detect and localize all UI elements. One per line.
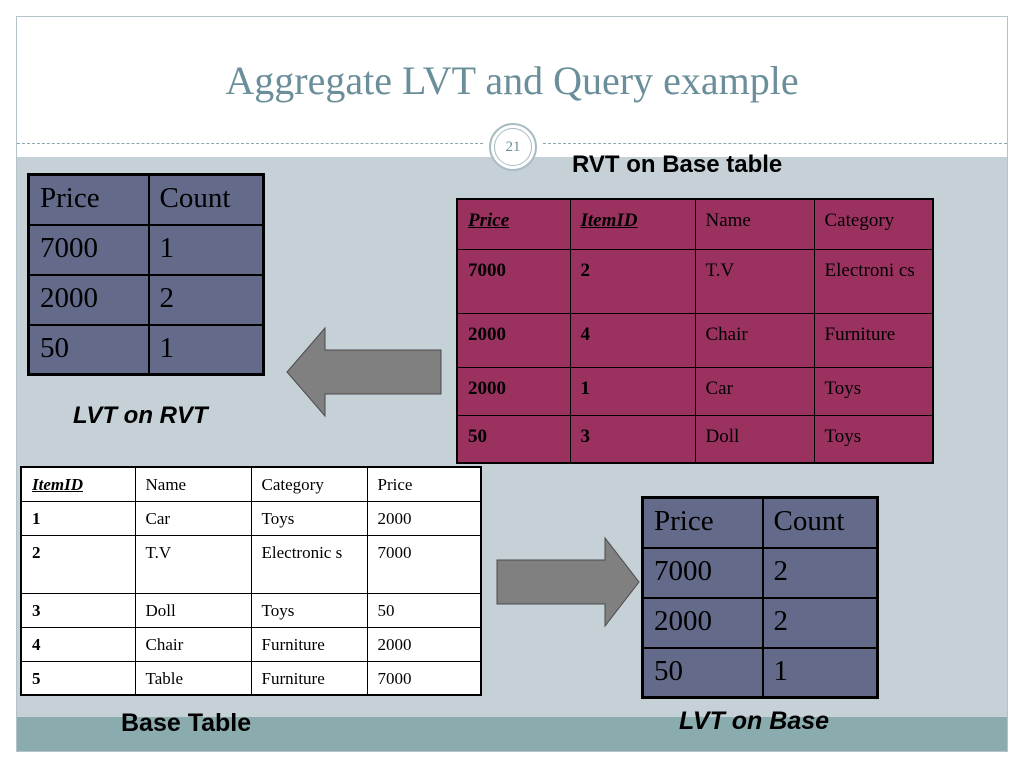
- table-header-cell: Price: [27, 173, 150, 226]
- table-header-cell: Category: [813, 198, 934, 250]
- table-header-row: Price ItemID Name Category: [456, 198, 934, 250]
- table-row: 2 T.V Electronic s 7000: [20, 534, 482, 594]
- table-cell: Chair: [134, 626, 252, 662]
- table-cell: Toys: [813, 414, 934, 464]
- table-row: 2000 4 Chair Furniture: [456, 312, 934, 368]
- table-header-row: Price Count: [641, 496, 879, 549]
- table-cell: Toys: [250, 592, 368, 628]
- table-cell: 2000: [641, 596, 764, 649]
- table-cell: Electroni cs: [813, 248, 934, 314]
- table-cell: Furniture: [250, 660, 368, 696]
- table-cell: Chair: [694, 312, 815, 368]
- caption-lvt-on-base: LVT on Base: [679, 707, 830, 735]
- table-cell: 1: [569, 366, 696, 416]
- bottom-band: [17, 717, 1007, 751]
- table-cell: Toys: [813, 366, 934, 416]
- table-header-cell: Name: [134, 466, 252, 502]
- table-cell: 2: [569, 248, 696, 314]
- table-cell: Furniture: [813, 312, 934, 368]
- table-header-cell: Price: [641, 496, 764, 549]
- table-cell: Toys: [250, 500, 368, 536]
- table-cell: 4: [20, 626, 136, 662]
- table-cell: 1: [20, 500, 136, 536]
- table-row: 1 Car Toys 2000: [20, 500, 482, 536]
- table-header-cell: ItemID: [20, 466, 136, 502]
- arrow-right-icon: [496, 536, 640, 628]
- title-area: Aggregate LVT and Query example: [17, 17, 1007, 144]
- table-cell: Table: [134, 660, 252, 696]
- table-row: 5 Table Furniture 7000: [20, 660, 482, 696]
- table-cell: 7000: [366, 660, 482, 696]
- rvt-on-base-table: Price ItemID Name Category 7000 2 T.V El…: [456, 198, 934, 464]
- table-header-cell: Price: [456, 198, 571, 250]
- table-header-cell: Count: [147, 173, 265, 226]
- table-row: 7000 2: [641, 546, 879, 599]
- table-row: 50 3 Doll Toys: [456, 414, 934, 464]
- lvt-on-base-table: Price Count 7000 2 2000 2 50 1: [641, 496, 879, 699]
- table-row: 2000 2: [641, 596, 879, 649]
- table-cell: 7000: [27, 223, 150, 276]
- table-header-cell: Price: [366, 466, 482, 502]
- table-header-cell: Name: [694, 198, 815, 250]
- table-cell: 7000: [641, 546, 764, 599]
- table-row: 7000 1: [27, 223, 265, 276]
- table-cell: 7000: [366, 534, 482, 594]
- table-cell: 2000: [456, 312, 571, 368]
- caption-base-table: Base Table: [121, 709, 252, 737]
- table-cell: 2000: [456, 366, 571, 416]
- table-row: 4 Chair Furniture 2000: [20, 626, 482, 662]
- table-cell: Doll: [134, 592, 252, 628]
- title-divider-right: [543, 143, 1007, 144]
- table-header-cell: Count: [761, 496, 879, 549]
- table-cell: 7000: [456, 248, 571, 314]
- table-cell: 2: [761, 546, 879, 599]
- table-cell: T.V: [694, 248, 815, 314]
- table-cell: 5: [20, 660, 136, 696]
- table-cell: T.V: [134, 534, 252, 594]
- table-cell: 50: [27, 323, 150, 376]
- table-cell: Car: [694, 366, 815, 416]
- table-cell: 2: [20, 534, 136, 594]
- table-cell: 3: [569, 414, 696, 464]
- slide: Aggregate LVT and Query example 21 Price…: [16, 16, 1008, 752]
- table-row: 3 Doll Toys 50: [20, 592, 482, 628]
- table-cell: 50: [366, 592, 482, 628]
- table-cell: 50: [641, 646, 764, 699]
- table-cell: 4: [569, 312, 696, 368]
- table-cell: 1: [147, 223, 265, 276]
- table-cell: Electronic s: [250, 534, 368, 594]
- table-row: 50 1: [641, 646, 879, 699]
- caption-lvt-on-rvt: LVT on RVT: [73, 402, 208, 429]
- title-divider-left: [17, 143, 483, 144]
- arrow-left-icon: [286, 326, 442, 418]
- slide-title: Aggregate LVT and Query example: [225, 58, 799, 103]
- table-cell: Furniture: [250, 626, 368, 662]
- table-row: 2000 2: [27, 273, 265, 326]
- table-cell: 2: [147, 273, 265, 326]
- table-cell: Car: [134, 500, 252, 536]
- table-cell: Doll: [694, 414, 815, 464]
- lvt-on-rvt-table: Price Count 7000 1 2000 2 50 1: [27, 173, 265, 376]
- caption-rvt-on-base: RVT on Base table: [572, 151, 783, 178]
- table-cell: 3: [20, 592, 136, 628]
- base-table: ItemID Name Category Price 1 Car Toys 20…: [20, 466, 482, 696]
- table-cell: 2000: [366, 500, 482, 536]
- table-cell: 50: [456, 414, 571, 464]
- table-row: 7000 2 T.V Electroni cs: [456, 248, 934, 314]
- table-cell: 2000: [366, 626, 482, 662]
- table-cell: 2000: [27, 273, 150, 326]
- table-cell: 1: [147, 323, 265, 376]
- slide-number: 21: [489, 123, 537, 171]
- table-header-cell: Category: [250, 466, 368, 502]
- table-cell: 2: [761, 596, 879, 649]
- table-header-row: ItemID Name Category Price: [20, 466, 482, 502]
- table-row: 2000 1 Car Toys: [456, 366, 934, 416]
- table-cell: 1: [761, 646, 879, 699]
- table-header-cell: ItemID: [569, 198, 696, 250]
- table-header-row: Price Count: [27, 173, 265, 226]
- table-row: 50 1: [27, 323, 265, 376]
